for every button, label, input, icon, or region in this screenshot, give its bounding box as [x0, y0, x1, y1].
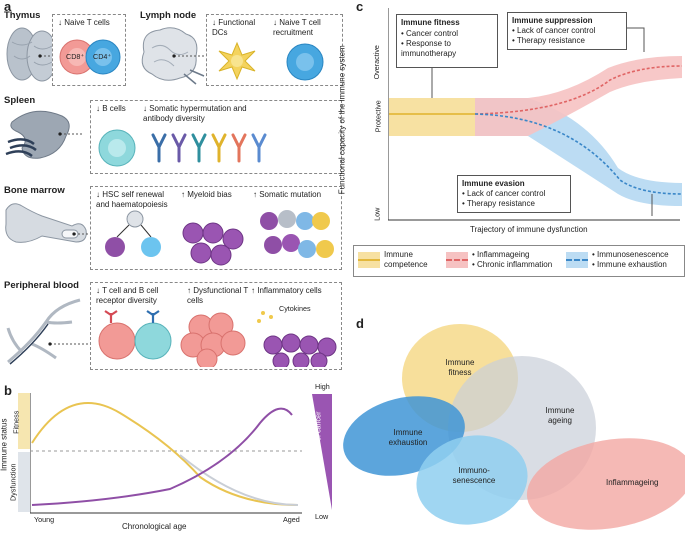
vessel-illustration — [6, 298, 90, 365]
cd4-label: CD4⁺ — [93, 52, 112, 61]
c-x-label: Trajectory of immune dysfunction — [470, 225, 588, 234]
risk-wedge — [312, 394, 332, 510]
blood-c1-label: ↓ T cell and B cell receptor diversity — [96, 286, 159, 305]
suppression-callout-item1: • Lack of cancer control — [512, 26, 596, 35]
risk-low-label: Low — [315, 512, 329, 521]
b-curves — [30, 393, 302, 514]
legend-senes1: • Immunosenescence — [592, 250, 669, 259]
legend-senes2: • Immune exhaustion — [592, 260, 667, 269]
thymus-box-label: ↓ Naive T cells — [58, 18, 110, 27]
legend-swatch-blue — [566, 252, 588, 268]
dc-tcell-icons — [218, 41, 324, 81]
spleen-left-label: ↓ B cells — [96, 104, 126, 113]
legend-competence: Immune competence — [384, 250, 428, 269]
c-legend: Immune competence • Inflammageing • Chro… — [353, 245, 685, 277]
marrow-box: ↓ HSC self renewal and haematopoiesis ↑ … — [90, 186, 342, 270]
legend-inflam1: • Inflammageing — [472, 250, 530, 259]
venn-ageing-label: Immune ageing — [545, 406, 575, 425]
lymph-title: Lymph node — [140, 10, 197, 21]
cytokines-label: Cytokines — [279, 304, 311, 313]
spleen-title: Spleen — [4, 95, 36, 106]
panel-b-letter: b — [4, 383, 12, 398]
b-cell-antibody-icons — [98, 129, 267, 167]
c-tick-protective: Protective — [373, 100, 383, 133]
blood-c3-label: ↑ Inflammatory cells — [251, 286, 322, 295]
fitness-callout: Immune fitness • Cancer control • Respon… — [396, 14, 498, 68]
risk-high-label: High — [315, 382, 330, 391]
blood-title: Peripheral blood — [4, 280, 79, 291]
dysfunction-band — [18, 452, 30, 512]
blood-cell-icons — [98, 310, 337, 367]
marrow-c3-label: ↑ Somatic mutation — [253, 190, 322, 199]
b-x-label: Chronological age — [122, 522, 187, 531]
lymph-right-label: ↓ Naive T cell recruitment — [273, 18, 321, 37]
evasion-callout-item2: • Therapy resistance — [462, 199, 535, 208]
panel-a-letter: a — [4, 0, 12, 14]
c-tick-low: Low — [372, 207, 382, 221]
thymus-title: Thymus — [4, 10, 41, 21]
lymph-node-illustration — [141, 27, 205, 85]
b-aged-label: Aged — [283, 515, 300, 524]
risk-label: Risk of cancer — [313, 411, 323, 458]
thymus-illustration — [6, 27, 60, 82]
marrow-c1-label: ↓ HSC self renewal and haematopoiesis — [96, 190, 168, 209]
bone-illustration — [5, 203, 90, 243]
evasion-callout: Immune evasion • Lack of cancer control … — [457, 175, 571, 213]
marrow-title: Bone marrow — [4, 185, 65, 196]
spleen-box: ↓ B cells ↓ Somatic hypermutation and an… — [90, 100, 342, 174]
spleen-right-label: ↓ Somatic hypermutation and antibody div… — [143, 104, 247, 123]
suppression-callout-title: Immune suppression — [512, 16, 593, 25]
panel-c-letter: c — [356, 0, 364, 14]
blood-c2-label: ↑ Dysfunctional T cells — [187, 286, 249, 305]
evasion-callout-item1: • Lack of cancer control — [462, 189, 546, 198]
panel-d-letter: d — [356, 316, 364, 331]
fitness-callout-item1: • Cancer control — [401, 29, 459, 38]
fitness-label: Fitness — [11, 410, 21, 434]
venn-inflammageing-label: Inflammageing — [606, 478, 659, 487]
evasion-callout-title: Immune evasion — [462, 179, 525, 188]
suppression-callout-item2: • Therapy resistance — [512, 36, 585, 45]
lymph-left-label: ↓ Functional DCs — [212, 18, 256, 37]
venn-fitness-label: Immune fitness — [445, 358, 475, 377]
dysfunction-label: Dysfunction — [8, 463, 18, 502]
suppression-callout: Immune suppression • Lack of cancer cont… — [507, 12, 627, 50]
fitness-callout-title: Immune fitness — [401, 18, 460, 27]
c-trajectory-plot — [388, 8, 683, 221]
t-cells-icons — [59, 39, 121, 75]
c-y-label: Functional capacity of the immune system — [337, 45, 347, 195]
legend-swatch-yellow — [358, 252, 380, 268]
blood-box: ↓ T cell and B cell receptor diversity ↑… — [90, 282, 342, 370]
b-young-label: Young — [34, 515, 55, 524]
cd8-label: CD8⁺ — [66, 52, 85, 61]
venn-senescence-label: Immuno-senescence — [452, 466, 496, 485]
fitness-band — [18, 393, 30, 449]
c-tick-overactive: Overactive — [371, 45, 381, 80]
legend-swatch-red — [446, 252, 468, 268]
marrow-cell-icons — [105, 210, 334, 266]
legend-inflam2: • Chronic inflammation — [472, 260, 553, 269]
venn-diagram — [343, 324, 685, 530]
venn-exhaustion-label: Immune exhaustion — [388, 428, 428, 447]
marrow-c2-label: ↑ Myeloid bias — [181, 190, 232, 199]
lymph-box: ↓ Functional DCs ↓ Naive T cell recruitm… — [206, 14, 343, 86]
thymus-box: ↓ Naive T cells CD8⁺ CD4⁺ — [52, 14, 126, 86]
spleen-illustration — [5, 110, 84, 159]
fitness-callout-item2: • Response to immunotherapy — [401, 39, 457, 58]
